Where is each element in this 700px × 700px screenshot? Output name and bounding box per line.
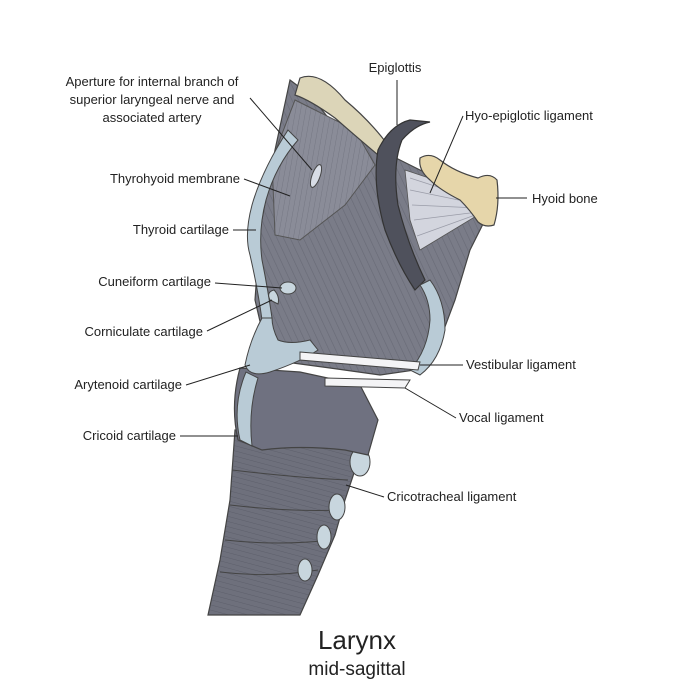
label-thyroid-cartilage: Thyroid cartilage: [133, 222, 229, 237]
leader-aperture: [249, 97, 313, 171]
vocal-ligament-shape: [324, 377, 411, 389]
label-cricotracheal-ligament: Cricotracheal ligament: [387, 489, 517, 504]
label-hyo-epiglottic-ligament: Hyo-epiglotic ligament: [465, 108, 593, 123]
leader-vocal: [404, 387, 457, 419]
diagram-title: Larynx: [318, 625, 396, 655]
trachea: [207, 429, 366, 616]
label-epiglottis: Epiglottis: [369, 60, 422, 75]
cricoid-cartilage-rim: [236, 371, 259, 447]
leader-cuneiform: [214, 282, 283, 289]
label-hyoid-bone: Hyoid bone: [532, 191, 598, 206]
hyoid-bone-shape: [419, 154, 499, 227]
label-aperture-line1: Aperture for internal branch of: [66, 74, 239, 89]
leader-corniculate: [206, 299, 273, 332]
cricoid-cartilage-shape: [233, 367, 379, 456]
leader-hyo-epiglottic: [429, 115, 464, 194]
diagram-subtitle: mid-sagittal: [308, 659, 405, 680]
label-corniculate-cartilage: Corniculate cartilage: [84, 324, 203, 339]
cuneiform-cartilage-shape: [279, 281, 297, 295]
aperture: [309, 164, 323, 188]
label-cuneiform-cartilage: Cuneiform cartilage: [98, 274, 211, 289]
vestibular-ligament-shape: [299, 351, 421, 371]
leader-arytenoid: [185, 364, 251, 386]
leader-thyrohyoid: [243, 178, 291, 197]
leader-cricotracheal: [345, 484, 385, 498]
label-arytenoid-cartilage: Arytenoid cartilage: [74, 377, 182, 392]
tracheal-ring-ends: [297, 447, 371, 582]
label-vestibular-ligament: Vestibular ligament: [466, 357, 576, 372]
vestibular-fold: [409, 279, 446, 376]
label-aperture-line3: associated artery: [103, 110, 202, 125]
label-thyrohyoid-membrane: Thyrohyoid membrane: [110, 171, 240, 186]
label-cricoid-cartilage: Cricoid cartilage: [83, 428, 176, 443]
label-aperture-line2: superior laryngeal nerve and: [70, 92, 235, 107]
label-vocal-ligament: Vocal ligament: [459, 410, 544, 425]
